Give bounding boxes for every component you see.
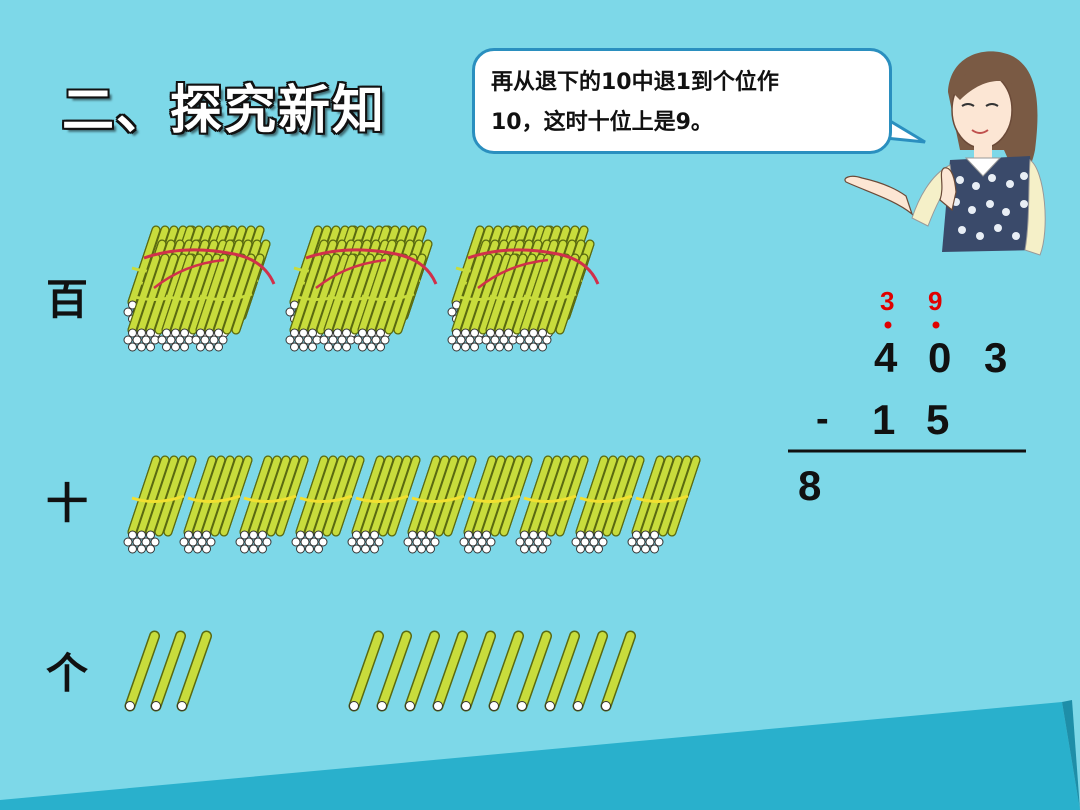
single-stick (150, 630, 186, 712)
single-stick (348, 630, 384, 712)
result-partial: 8 (798, 462, 822, 509)
ten-bundle (291, 455, 365, 554)
borrow-dot-hundreds (884, 321, 892, 329)
single-stick (460, 630, 496, 712)
single-stick (124, 630, 160, 712)
carry-mark-tens: 9 (928, 286, 943, 316)
bubble-line-1: 再从退下的10中退1到个位作 (491, 70, 779, 95)
hundred-bundle (285, 225, 438, 352)
minus-sign: - (816, 398, 829, 440)
single-stick (432, 630, 468, 712)
ten-bundle (515, 455, 589, 554)
borrow-dot-tens (932, 321, 940, 329)
ten-bundle (347, 455, 421, 554)
bubble-line-2: 10，这时十位上是9。 (491, 110, 713, 135)
row-label-ones: 个 (46, 649, 89, 698)
row-label-hundreds: 百 (46, 275, 89, 324)
minuend-ones: 3 (984, 334, 1008, 381)
single-stick (544, 630, 580, 712)
single-stick (572, 630, 608, 712)
ten-bundle (627, 455, 701, 554)
ten-bundle (123, 455, 197, 554)
minuend-hundreds: 4 (874, 334, 898, 381)
ten-bundle (571, 455, 645, 554)
subtrahend-tens: 1 (872, 396, 896, 443)
subtrahend-ones: 5 (926, 396, 950, 443)
ten-bundle (459, 455, 533, 554)
ten-bundle (403, 455, 477, 554)
single-stick (600, 630, 636, 712)
hundred-bundle (123, 225, 276, 352)
single-stick (376, 630, 412, 712)
speech-bubble-box: 再从退下的10中退1到个位作 10，这时十位上是9。 (472, 48, 892, 154)
ten-bundle (235, 455, 309, 554)
single-stick (176, 630, 212, 712)
single-stick (404, 630, 440, 712)
hundred-bundle (447, 225, 600, 352)
row-label-tens: 十 (46, 479, 89, 528)
page-title: 二、探究新知 (62, 81, 387, 141)
minuend-tens: 0 (928, 334, 952, 381)
single-stick (488, 630, 524, 712)
ten-bundle (179, 455, 253, 554)
single-stick (516, 630, 552, 712)
carry-mark-hundreds: 3 (880, 286, 895, 316)
